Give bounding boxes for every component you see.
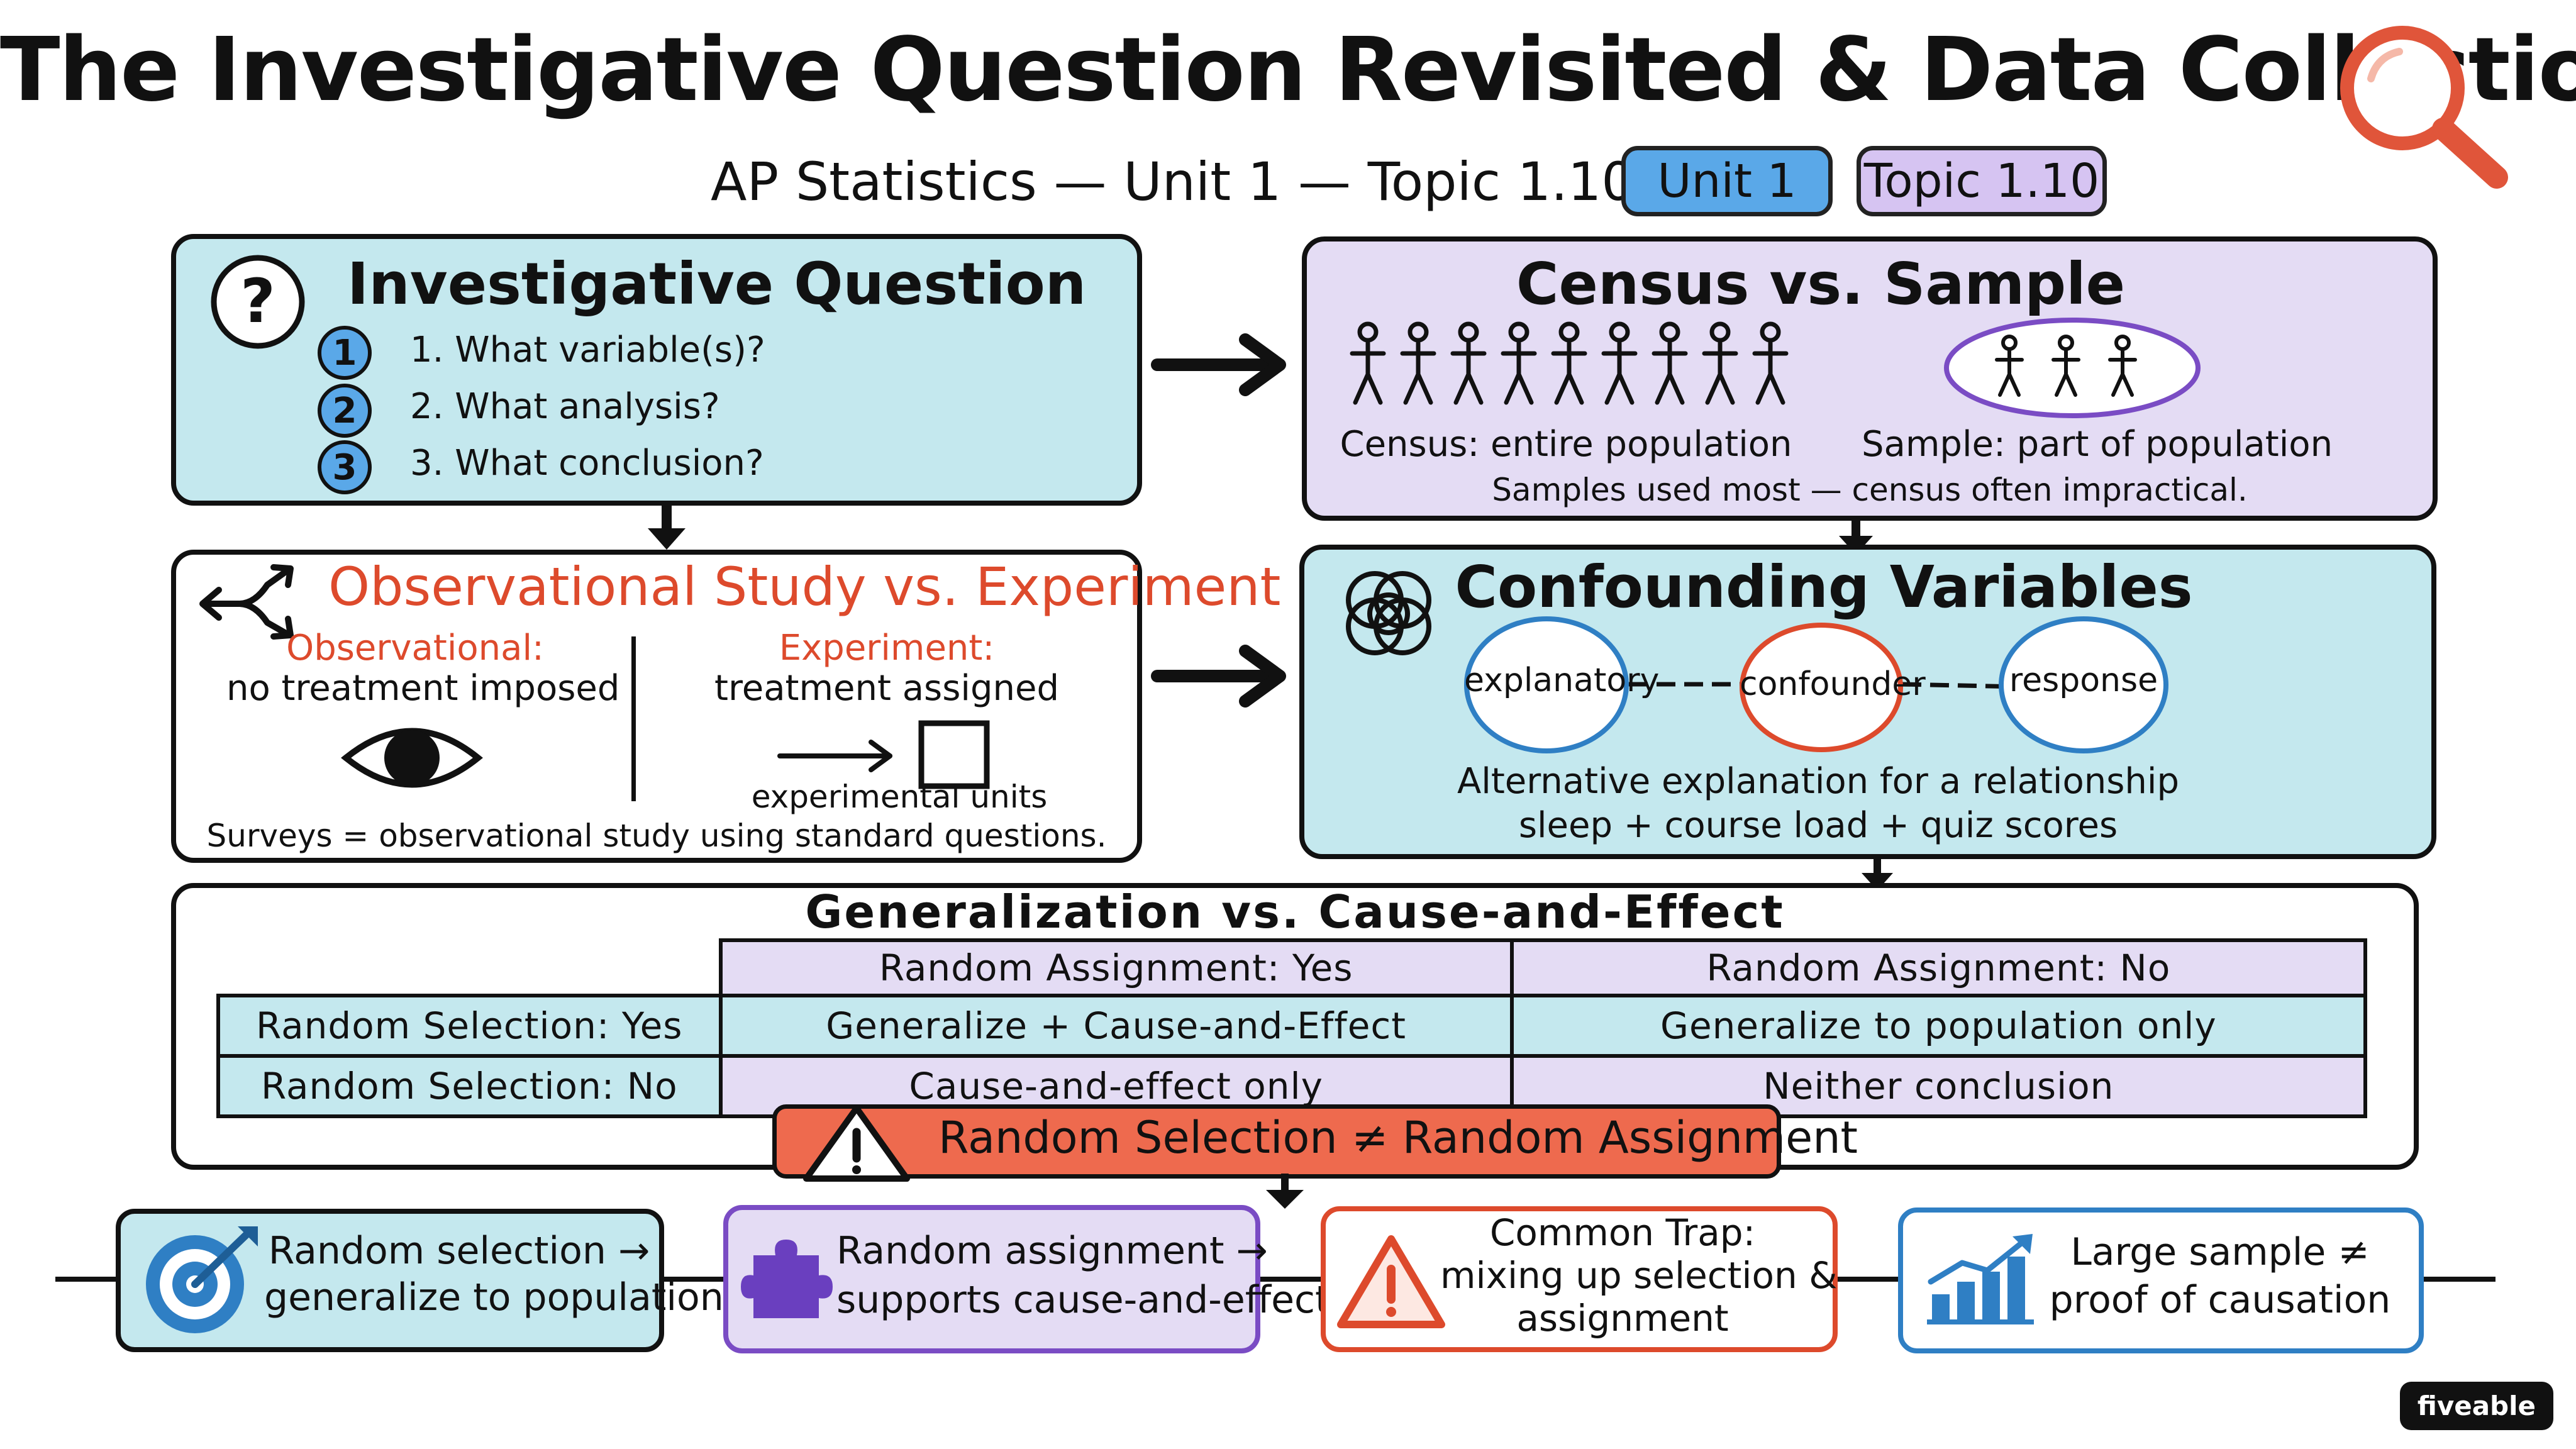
arrow-right-icon bbox=[1151, 333, 1286, 396]
treatment-arrow-icon bbox=[777, 720, 990, 789]
number-badge: 1 bbox=[318, 326, 372, 380]
experimental-units-label: experimental units bbox=[751, 779, 1048, 815]
topic-badge: Topic 1.10 bbox=[1857, 146, 2107, 216]
census-sample-panel bbox=[1302, 236, 2438, 521]
census-sample-note: Samples used most — census often impract… bbox=[1492, 472, 2248, 508]
svg-text:?: ? bbox=[240, 266, 275, 336]
sample-people-icon bbox=[1944, 318, 2201, 418]
census-label: Census: entire population bbox=[1340, 424, 1792, 465]
tip-line: mixing up selection & bbox=[1440, 1254, 1838, 1297]
tip-line: assignment bbox=[1516, 1297, 1729, 1340]
tip-line: Common Trap: bbox=[1489, 1211, 1756, 1254]
experiment-desc: treatment assigned bbox=[714, 668, 1059, 709]
observational-heading: Observational: bbox=[286, 628, 544, 669]
question-item: 2. What analysis? bbox=[410, 386, 720, 427]
number-badge: 3 bbox=[318, 440, 372, 494]
confounding-explanation: Alternative explanation for a relationsh… bbox=[1457, 761, 2180, 802]
census-sample-title: Census vs. Sample bbox=[1516, 250, 2126, 318]
response-node bbox=[1999, 616, 2168, 753]
timeline-line bbox=[55, 1277, 2496, 1282]
confounder-label: confounder bbox=[1740, 665, 1926, 703]
eye-icon bbox=[341, 728, 483, 788]
warning-icon bbox=[803, 1105, 910, 1182]
confounding-title: Confounding Variables bbox=[1455, 553, 2193, 621]
divider bbox=[631, 636, 636, 801]
tangled-circles-icon bbox=[1346, 571, 1431, 655]
magnifier-icon bbox=[2340, 26, 2508, 189]
puzzle-piece-icon bbox=[741, 1240, 833, 1318]
column-header: Random Assignment: No bbox=[1509, 938, 2368, 997]
table-row: Random Selection: Yes Generalize + Cause… bbox=[216, 994, 2368, 1058]
observational-experiment-title: Observational Study vs. Experiment bbox=[328, 556, 1281, 618]
table-cell: Generalize to population only bbox=[1509, 994, 2368, 1058]
brand-logo: fiveable bbox=[2399, 1382, 2553, 1430]
target-icon bbox=[146, 1226, 258, 1333]
row-header: Random Selection: No bbox=[216, 1054, 723, 1118]
tip-line: supports cause-and-effect bbox=[836, 1278, 1330, 1322]
table-cell: Generalize + Cause-and-Effect bbox=[718, 994, 1514, 1058]
page-title: The Investigative Question Revisited & D… bbox=[0, 19, 2576, 121]
sample-label: Sample: part of population bbox=[1862, 424, 2333, 465]
observational-desc: no treatment imposed bbox=[226, 668, 620, 709]
subtitle: AP Statistics — Unit 1 — Topic 1.10 bbox=[711, 151, 1635, 213]
experiment-heading: Experiment: bbox=[779, 628, 995, 669]
number-badge: 2 bbox=[318, 384, 372, 438]
generalization-table: Random Assignment: Yes Random Assignment… bbox=[216, 938, 2368, 1118]
warning-icon bbox=[1337, 1235, 1445, 1328]
question-item: 3. What conclusion? bbox=[410, 443, 764, 484]
investigative-question-title: Investigative Question bbox=[347, 250, 1087, 318]
response-label: response bbox=[2009, 662, 2158, 699]
tip-line: Large sample ≠ bbox=[2070, 1230, 2370, 1274]
question-item: 1. What variable(s)? bbox=[410, 330, 765, 370]
warning-text: Random Selection ≠ Random Assignment bbox=[938, 1112, 1858, 1163]
tip-line: Random assignment → bbox=[836, 1229, 1268, 1273]
arrow-down-icon bbox=[1862, 857, 1893, 891]
row-header: Random Selection: Yes bbox=[216, 994, 723, 1058]
tip-line: Random selection → bbox=[268, 1229, 650, 1273]
arrow-right-icon bbox=[1151, 645, 1286, 708]
branch-arrows-icon bbox=[199, 564, 294, 640]
confounding-example: sleep + course load + quiz scores bbox=[1518, 805, 2118, 846]
bar-chart-rising-icon bbox=[1927, 1234, 2034, 1324]
tip-line: generalize to population bbox=[264, 1275, 724, 1319]
warning-banner bbox=[772, 1104, 1781, 1179]
arrow-down-icon bbox=[648, 503, 686, 550]
explanatory-node bbox=[1464, 616, 1629, 753]
column-header: Random Assignment: Yes bbox=[718, 938, 1514, 997]
question-mark-icon: ? bbox=[211, 255, 305, 349]
unit-badge: Unit 1 bbox=[1621, 146, 1833, 216]
population-people-icon bbox=[1350, 321, 1799, 405]
explanatory-label: explanatory bbox=[1464, 662, 1660, 699]
arrow-down-icon bbox=[1266, 1174, 1304, 1209]
generalization-title: Generalization vs. Cause-and-Effect bbox=[805, 886, 1785, 938]
tip-line: proof of causation bbox=[2049, 1278, 2391, 1322]
tip-card bbox=[1898, 1208, 2424, 1353]
observational-note: Surveys = observational study using stan… bbox=[206, 818, 1107, 854]
confounder-node bbox=[1740, 623, 1903, 752]
observational-experiment-panel bbox=[171, 550, 1142, 863]
